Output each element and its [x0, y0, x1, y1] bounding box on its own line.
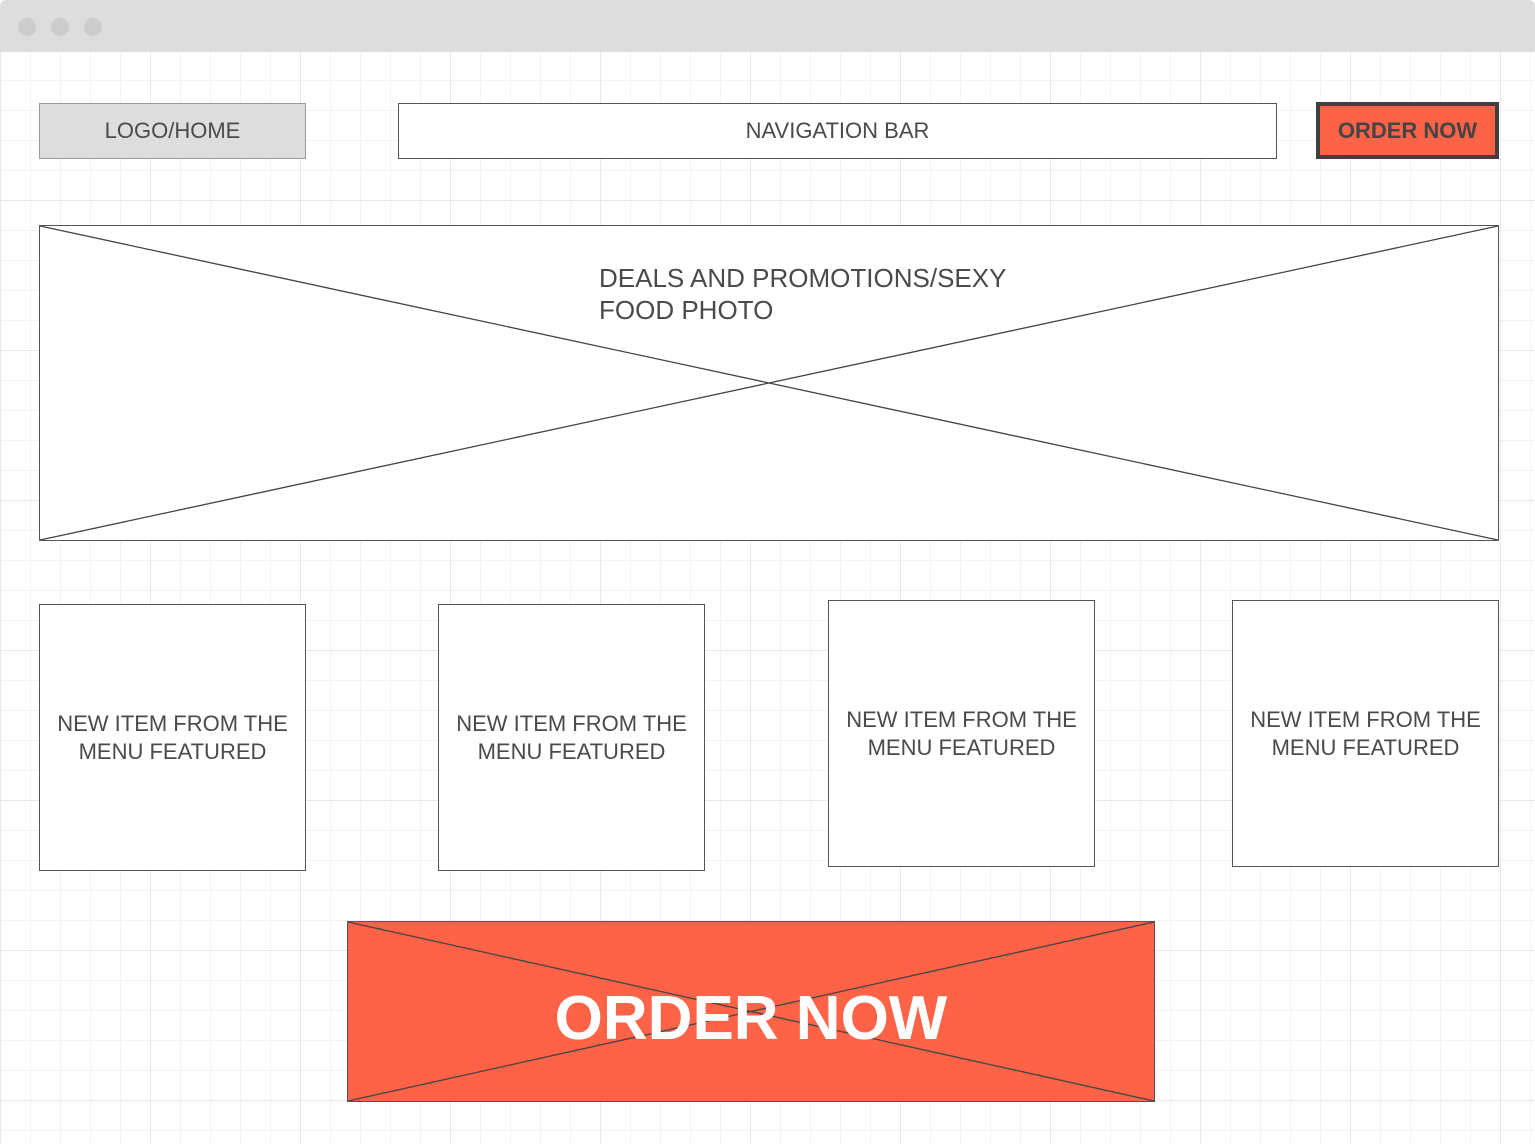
featured-item-label: NEW ITEM FROM THE MENU FEATURED	[57, 710, 288, 764]
window-minimize-dot-icon[interactable]	[51, 18, 69, 36]
featured-item-label: NEW ITEM FROM THE MENU FEATURED	[456, 710, 687, 764]
navigation-bar-placeholder[interactable]: NAVIGATION BAR	[398, 103, 1277, 159]
window-titlebar	[0, 0, 1535, 52]
featured-item-card-3[interactable]: NEW ITEM FROM THE MENU FEATURED	[828, 600, 1095, 867]
hero-image-placeholder: DEALS AND PROMOTIONS/SEXY FOOD PHOTO	[39, 225, 1499, 541]
order-now-header-button[interactable]: ORDER NOW	[1316, 102, 1499, 159]
window-maximize-dot-icon[interactable]	[84, 18, 102, 36]
logo-home-label: LOGO/HOME	[104, 118, 241, 143]
hero-placeholder-cross-icon	[40, 226, 1498, 540]
featured-item-label: NEW ITEM FROM THE MENU FEATURED	[1250, 706, 1481, 760]
window-close-dot-icon[interactable]	[18, 18, 36, 36]
hero-label: DEALS AND PROMOTIONS/SEXY FOOD PHOTO	[599, 263, 1006, 325]
order-now-cta-label: ORDER NOW	[554, 984, 948, 1053]
featured-item-card-1[interactable]: NEW ITEM FROM THE MENU FEATURED	[39, 604, 306, 871]
order-now-header-label: ORDER NOW	[1337, 117, 1478, 143]
featured-item-label: NEW ITEM FROM THE MENU FEATURED	[846, 706, 1077, 760]
featured-item-card-2[interactable]: NEW ITEM FROM THE MENU FEATURED	[438, 604, 705, 871]
featured-item-card-4[interactable]: NEW ITEM FROM THE MENU FEATURED	[1232, 600, 1499, 867]
cta-placeholder-cross-icon	[348, 922, 1154, 1101]
order-now-cta-button[interactable]: ORDER NOW	[347, 921, 1155, 1102]
logo-home-placeholder[interactable]: LOGO/HOME	[39, 103, 306, 159]
navigation-bar-label: NAVIGATION BAR	[745, 118, 930, 143]
